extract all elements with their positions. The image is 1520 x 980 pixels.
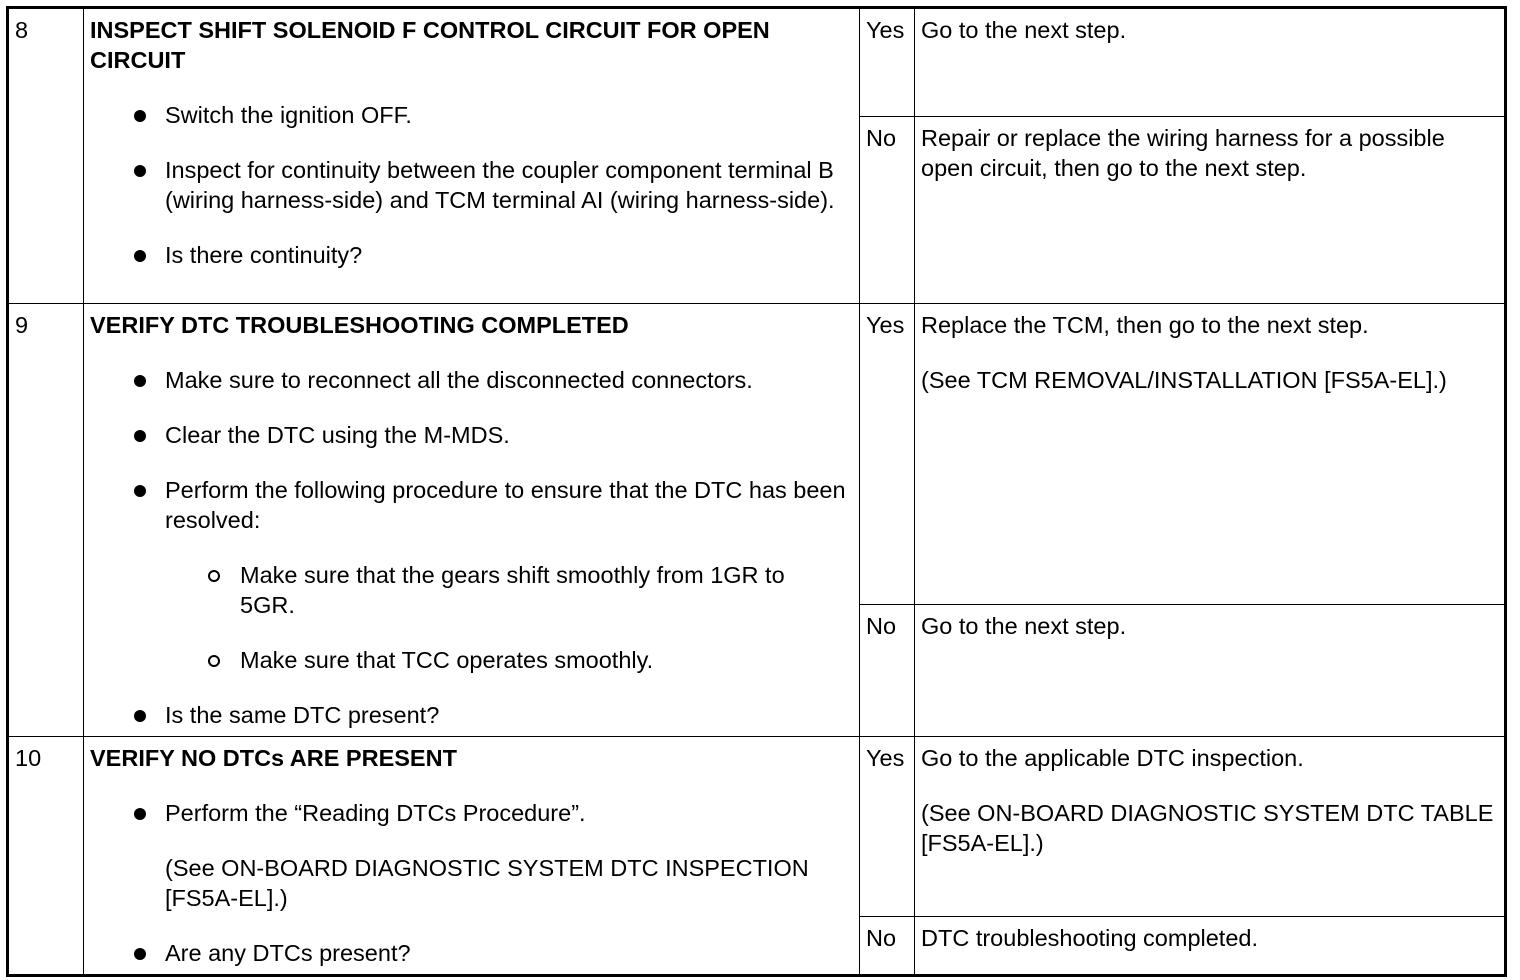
bullet-list: Switch the ignition OFF. Inspect for con… — [90, 100, 853, 270]
table-row-step-8: 8 INSPECT SHIFT SOLENOID F CONTROL CIRCU… — [7, 7, 1506, 304]
action-no: DTC troubleshooting completed. — [914, 916, 1506, 976]
cross-reference: (See ON-BOARD DIAGNOSTIC SYSTEM DTC TABL… — [921, 800, 1494, 856]
step-number: 9 — [7, 303, 84, 737]
sub-bullet-list: Make sure that the gears shift smoothly … — [90, 560, 853, 675]
action-yes: Go to the next step. — [914, 7, 1506, 117]
cross-reference: (See TCM REMOVAL/INSTALLATION [FS5A-EL].… — [921, 367, 1447, 393]
list-item-text: Perform the following procedure to ensur… — [165, 477, 846, 533]
table-row-step-9: 9 VERIFY DTC TROUBLESHOOTING COMPLETED M… — [7, 303, 1506, 737]
step-title: INSPECT SHIFT SOLENOID F CONTROL CIRCUIT… — [90, 17, 770, 73]
answer-no: No — [859, 604, 915, 737]
table-row-step-9-no: No Go to the next step. — [8, 604, 1506, 737]
step-title: VERIFY NO DTCs ARE PRESENT — [90, 745, 457, 771]
list-item: Inspect for continuity between the coupl… — [90, 155, 853, 215]
action-no: Repair or replace the wiring harness for… — [914, 116, 1506, 304]
action-text: Replace the TCM, then go to the next ste… — [921, 312, 1369, 338]
bullet-list: Perform the “Reading DTCs Procedure”. (S… — [90, 798, 853, 968]
bullet-list: Is the same DTC present? — [90, 700, 853, 730]
inspection-cell: INSPECT SHIFT SOLENOID F CONTROL CIRCUIT… — [83, 7, 860, 304]
answer-yes: Yes — [859, 7, 915, 117]
action-text: Repair or replace the wiring harness for… — [921, 125, 1445, 181]
table-row-step-10: 10 VERIFY NO DTCs ARE PRESENT Perform th… — [7, 735, 1506, 976]
action-text: Go to the next step. — [921, 17, 1127, 43]
cross-reference: (See ON-BOARD DIAGNOSTIC SYSTEM DTC INSP… — [165, 855, 809, 911]
answer-no: No — [859, 116, 915, 304]
table-row-step-8-no: No Repair or replace the wiring harness … — [8, 116, 1506, 304]
inspection-cell: VERIFY NO DTCs ARE PRESENT Perform the “… — [83, 736, 860, 976]
list-item: Is the same DTC present? — [90, 700, 853, 730]
step-title: VERIFY DTC TROUBLESHOOTING COMPLETED — [90, 312, 629, 338]
list-item: Is there continuity? — [90, 240, 853, 270]
action-yes: Go to the applicable DTC inspection. (Se… — [914, 735, 1506, 918]
list-item-text: Perform the “Reading DTCs Procedure”. — [165, 800, 586, 826]
action-text: DTC troubleshooting completed. — [921, 925, 1259, 952]
action-yes: Replace the TCM, then go to the next ste… — [914, 303, 1506, 605]
inspection-cell: VERIFY DTC TROUBLESHOOTING COMPLETED Mak… — [83, 303, 860, 737]
troubleshooting-table: 8 INSPECT SHIFT SOLENOID F CONTROL CIRCU… — [6, 6, 1507, 977]
bullet-list: Make sure to reconnect all the disconnec… — [90, 365, 853, 535]
list-item: Clear the DTC using the M-MDS. — [90, 420, 853, 450]
step-number: 10 — [7, 736, 84, 976]
sub-list-item: Make sure that the gears shift smoothly … — [90, 560, 853, 620]
list-item: Switch the ignition OFF. — [90, 100, 853, 130]
action-no: Go to the next step. — [914, 604, 1506, 737]
sub-list-item: Make sure that TCC operates smoothly. — [90, 645, 853, 675]
list-item: Make sure to reconnect all the disconnec… — [90, 365, 853, 395]
answer-yes: Yes — [859, 735, 915, 918]
answer-yes: Yes — [859, 303, 915, 605]
table-row-step-10-no: No DTC troubleshooting completed. — [8, 916, 1506, 976]
list-item: Perform the “Reading DTCs Procedure”. (S… — [90, 798, 853, 913]
action-text: Go to the applicable DTC inspection. — [921, 745, 1304, 771]
step-number: 8 — [7, 7, 84, 304]
list-item: Are any DTCs present? — [90, 938, 853, 968]
answer-no: No — [859, 916, 915, 976]
action-text: Go to the next step. — [921, 613, 1127, 639]
list-item: Perform the following procedure to ensur… — [90, 475, 853, 535]
